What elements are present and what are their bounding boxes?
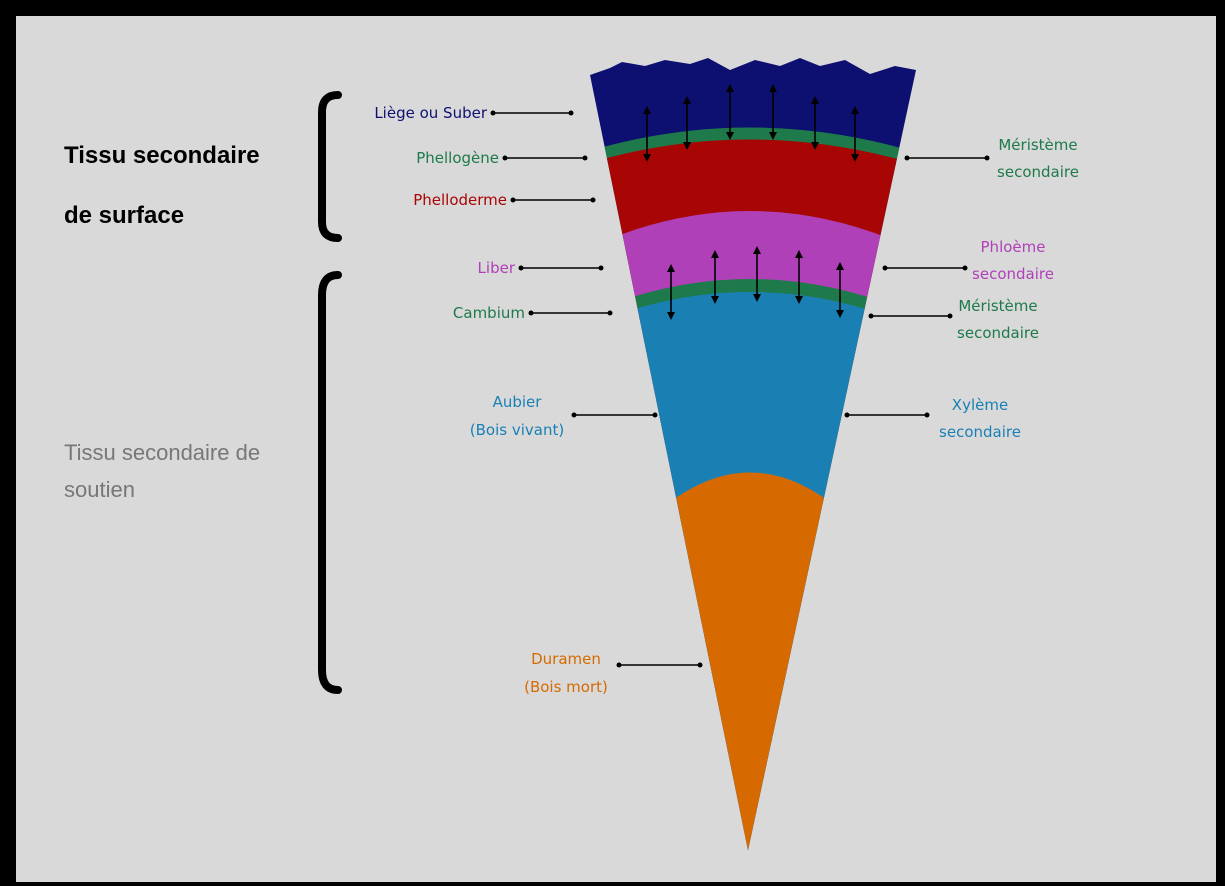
phloeme-label-line1: Phloème (981, 238, 1046, 256)
meristeme-bottom-label-line1: Méristème (958, 297, 1037, 315)
soutien-title-line1: Tissu secondaire de (64, 440, 260, 465)
liege-label: Liège ou Suber (374, 104, 488, 122)
left-multiline-labels: Aubier (Bois vivant) Duramen (Bois mort) (470, 393, 608, 696)
left-labels: Liège ou Suber Phellogène Phelloderme Li… (374, 104, 525, 322)
right-leader-dots (844, 155, 990, 418)
cambium-arrows (667, 246, 844, 320)
aubier-label-line1: Aubier (493, 393, 543, 411)
xyleme-label-line1: Xylème (952, 396, 1008, 414)
liber-label: Liber (478, 259, 516, 277)
duramen-layer (660, 472, 840, 850)
phelloderme-label: Phelloderme (413, 191, 507, 209)
duramen-label-line2: (Bois mort) (524, 678, 608, 696)
meristeme-top-label-line2: secondaire (997, 163, 1079, 181)
surface-title-line1: Tissu secondaire (64, 142, 260, 169)
right-labels: Méristème secondaire Phloème secondaire … (939, 136, 1079, 441)
aubier-label-line2: (Bois vivant) (470, 421, 564, 439)
soutien-title-line2: soutien (64, 477, 135, 502)
surface-bracket (318, 91, 342, 242)
duramen-label-line1: Duramen (531, 650, 601, 668)
wedge-layers (590, 58, 916, 850)
surface-title-line2: de surface (64, 202, 184, 229)
cambium-label: Cambium (453, 304, 525, 322)
meristeme-top-label-line1: Méristème (998, 136, 1077, 154)
left-leader-dots (490, 110, 703, 668)
surface-title: Tissu secondaire de surface (64, 142, 260, 229)
meristeme-bottom-label-line2: secondaire (957, 324, 1039, 342)
phloeme-label-line2: secondaire (972, 265, 1054, 283)
left-leader-lines (493, 112, 700, 666)
soutien-bracket (318, 271, 342, 694)
right-leader-lines (847, 157, 987, 416)
soutien-title: Tissu secondaire de soutien (64, 440, 260, 502)
phellogene-label: Phellogène (416, 149, 499, 167)
meristeme-upper-arrows (643, 84, 859, 162)
xyleme-label-line2: secondaire (939, 423, 1021, 441)
